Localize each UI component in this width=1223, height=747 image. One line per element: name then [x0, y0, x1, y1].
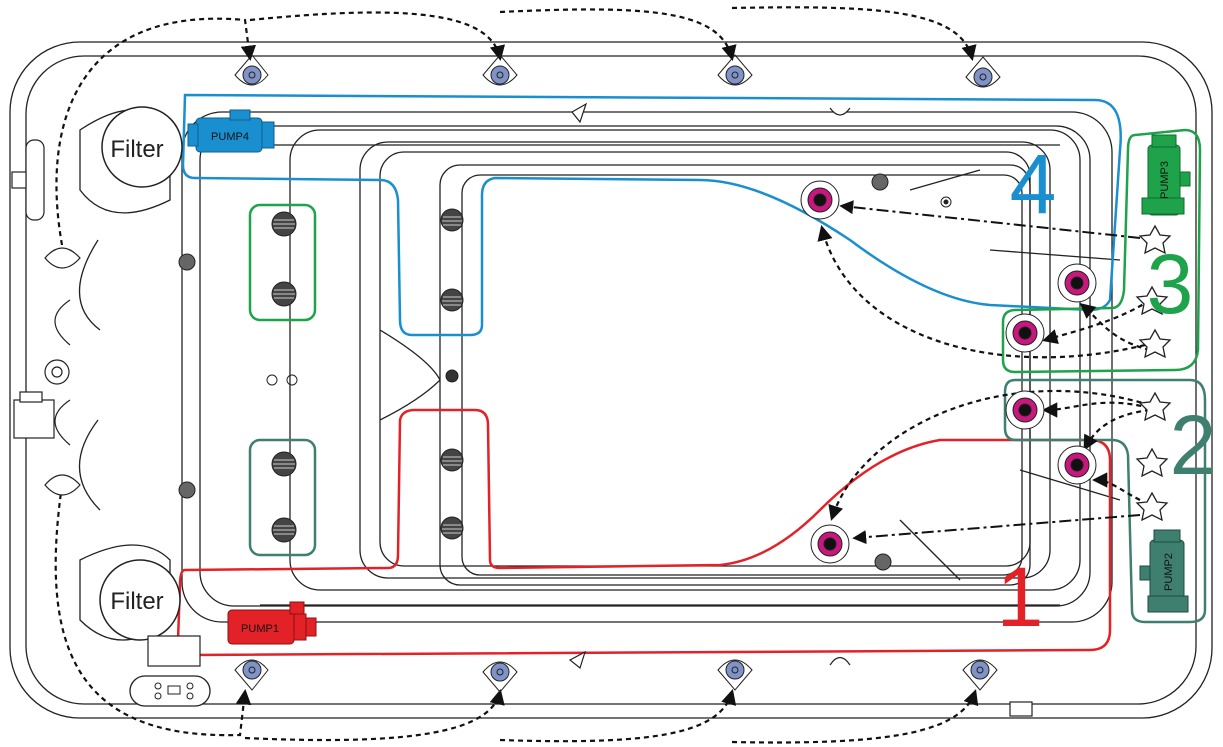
jet-icon: [1005, 390, 1045, 430]
light-icon: [234, 54, 269, 86]
zone-1-number: 1: [997, 550, 1044, 644]
pump2: PUMP2: [1139, 529, 1189, 613]
jet-icon: [1005, 313, 1045, 353]
star-valves: [1135, 224, 1172, 522]
grates: [178, 173, 952, 571]
jet-icon: [800, 180, 840, 220]
light-icon: [717, 659, 753, 691]
grate-icon: [440, 448, 464, 472]
grate-icon: [271, 211, 297, 237]
jet-icon: [1057, 445, 1097, 485]
grate-icon: [440, 208, 464, 232]
star-valve-icon: [1135, 447, 1169, 478]
zone-2-number: 2: [1170, 398, 1217, 492]
pump1: PUMP1: [227, 601, 317, 645]
pump1-label: PUMP1: [241, 623, 279, 635]
star-valve-icon: [1138, 391, 1172, 422]
zone-3-outline: [248, 128, 1202, 374]
grate-icon: [871, 173, 889, 191]
star-valve-icon: [1135, 285, 1169, 316]
pump4-label: PUMP4: [211, 131, 249, 143]
light-icon: [717, 54, 753, 86]
filter-icon: [101, 106, 183, 188]
lights: [234, 54, 1001, 693]
side-fittings: [11, 102, 1033, 717]
star-valve-icon: [1138, 224, 1172, 255]
grate-icon: [445, 369, 459, 383]
zone-3-number: 3: [1147, 237, 1194, 331]
pump4: PUMP4: [187, 109, 275, 153]
grate-icon: [271, 517, 297, 543]
filter-top: Filter: [101, 106, 183, 188]
filter-top-label: Filter: [110, 136, 163, 163]
jet-icon: [810, 524, 850, 564]
zone-4-outline: [181, 93, 1122, 337]
filter-icon: [99, 559, 181, 641]
grate-icon: [874, 553, 892, 571]
jets: [800, 180, 1097, 564]
control-panel: [129, 675, 211, 707]
control-panel-icon: [129, 675, 211, 707]
pump3-label: PUMP3: [1159, 161, 1171, 199]
filter-bottom: Filter: [99, 559, 181, 641]
light-icon: [962, 659, 998, 691]
grate-icon: [271, 281, 297, 307]
jet-flow-lines: [839, 200, 1141, 545]
grate-icon: [271, 451, 297, 477]
pump2-label: PUMP2: [1163, 553, 1175, 591]
zone-4-number: 4: [1010, 137, 1057, 231]
grate-icon: [440, 516, 464, 540]
star-valve-icon: [1135, 491, 1169, 522]
light-icon: [234, 659, 269, 691]
filter-bottom-label: Filter: [110, 588, 163, 615]
grate-icon: [178, 481, 196, 499]
light-icon: [965, 56, 1001, 88]
light-flow-lines: [54, 6, 979, 744]
zone-1-outline: [176, 408, 1112, 657]
grate-icon: [178, 253, 196, 271]
grate-icon: [440, 288, 464, 312]
jet-icon: [1057, 263, 1097, 303]
light-icon: [482, 661, 518, 693]
tub-outline: [9, 41, 1213, 719]
light-icon: [482, 54, 518, 86]
pump3: PUMP3: [1141, 134, 1191, 216]
jet-flow-curves: [817, 225, 1151, 521]
star-valve-icon: [1138, 328, 1172, 359]
zone-2-outline: [248, 378, 1207, 624]
